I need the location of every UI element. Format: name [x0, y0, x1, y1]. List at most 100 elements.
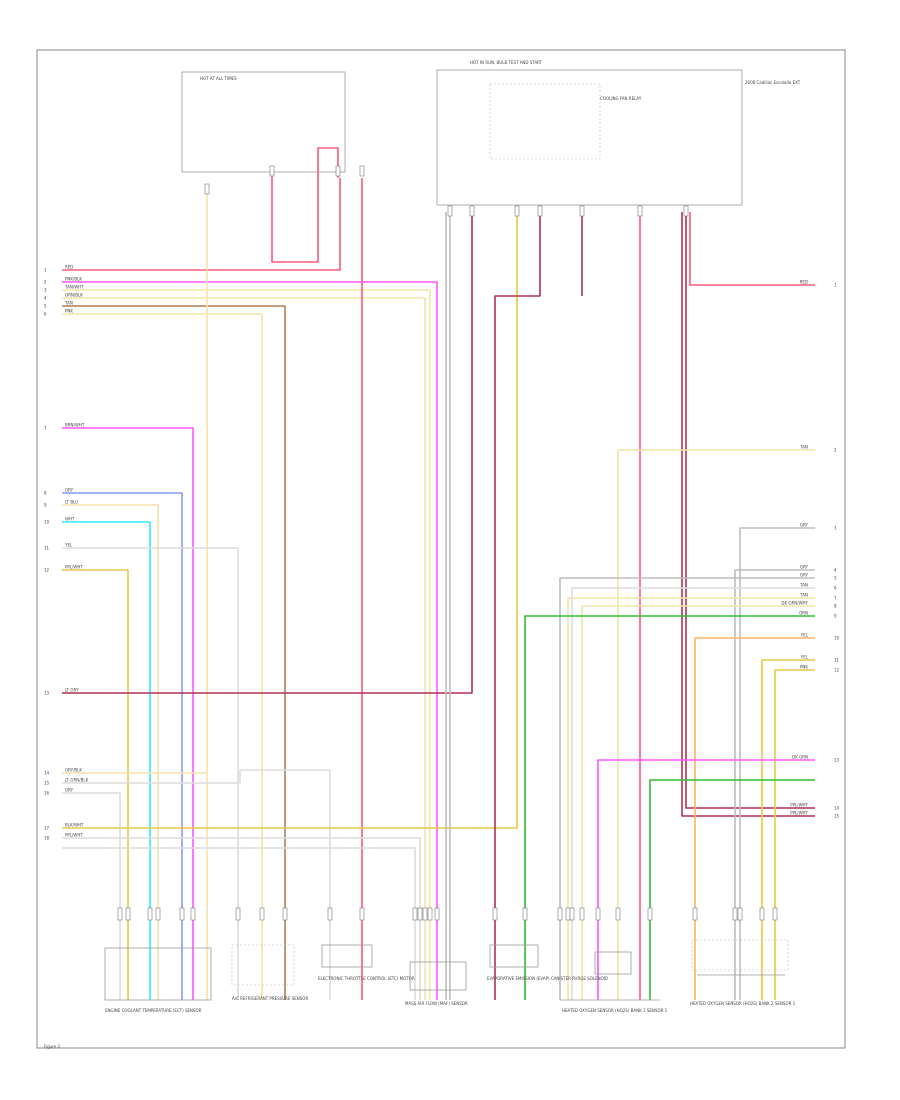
left-pin-number: 8	[44, 491, 47, 496]
fuse-block-left	[181, 71, 346, 173]
top-connector-pin-9	[637, 205, 643, 217]
wire-32	[571, 587, 815, 1000]
right-pin-number: 11	[834, 658, 840, 663]
wire-28	[617, 449, 815, 1000]
left-pin-number: 18	[44, 836, 50, 841]
right-pin-number: 4	[834, 568, 837, 573]
left-pin-number: 9	[44, 503, 47, 508]
component-label-ho2s-b1: HEATED OXYGEN SENSOR (HO2S) BANK 1 SENSO…	[562, 1008, 668, 1013]
right-pin-number: 12	[834, 668, 840, 673]
top-connector-pin-10	[683, 205, 689, 217]
left-wire-color-label: RED	[65, 265, 73, 270]
right-pin-number: 14	[834, 806, 840, 811]
wire-11	[62, 504, 159, 1000]
connector-pin-20	[569, 907, 575, 921]
left-wire-color-label: GRY	[65, 488, 74, 493]
title-block: 2008 Cadillac Escalade EXT	[745, 80, 801, 85]
left-pin-number: 7	[44, 426, 47, 431]
left-pin-number: 10	[44, 520, 50, 525]
component-label-ac-pressure: A/C REFRIGERANT PRESSURE SENSOR	[232, 996, 308, 1001]
connector-pin-26	[732, 907, 738, 921]
wire-18	[62, 792, 121, 1000]
top-connector-pin-8	[579, 205, 585, 217]
relay-label: COOLING FAN RELAY	[600, 96, 642, 101]
wire-13	[62, 547, 239, 1000]
right-wire-color-label: PPL/WHT	[790, 803, 808, 808]
right-wire-color-label: YEL	[800, 655, 809, 660]
component-label-etc: ELECTRONIC THROTTLE CONTROL (ETC) MOTOR	[318, 976, 415, 981]
connector-pin-12	[417, 907, 423, 921]
evap-solenoid	[489, 944, 539, 968]
right-wire-color-label: RED	[800, 280, 808, 285]
component-layer: ENGINE COOLANT TEMPERATURE (ECT) SENSOR …	[104, 939, 796, 1013]
left-wire-color-label: PPL/WHT	[65, 833, 83, 838]
wire-10	[62, 492, 183, 1000]
underhood-fuse-block	[436, 69, 743, 206]
connector-pin-24	[647, 907, 653, 921]
connector-pin-27	[737, 907, 743, 921]
right-wire-color-label: GRY	[800, 523, 809, 528]
wire-14	[62, 569, 129, 1000]
wire-21	[62, 847, 416, 1000]
ect-sensor	[104, 947, 212, 1001]
component-label-ect: ENGINE COOLANT TEMPERATURE (ECT) SENSOR	[105, 1008, 202, 1013]
connector-pin-5	[190, 907, 196, 921]
connector-pin-19	[565, 907, 571, 921]
left-pin-number: 11	[44, 546, 50, 551]
right-pin-number: 9	[834, 614, 837, 619]
top-connector-pin-6	[514, 205, 520, 217]
left-wire-color-label: BLK/WHT	[65, 823, 84, 828]
left-connector-labels: 1RED2PNK/BLK3TAN/WHT4ORN/BLK5TAN6PNK7BRN…	[44, 265, 89, 841]
right-wire-color-label: TAN	[799, 593, 808, 598]
connector-pin-28	[759, 907, 765, 921]
fuse-block-label-2: HOT IN RUN, BULB TEST AND START	[470, 60, 543, 65]
connector-pin-6	[235, 907, 241, 921]
page-reference: Figure 2	[44, 1044, 60, 1049]
left-pin-number: 15	[44, 781, 50, 786]
right-pin-number: 10	[834, 636, 840, 641]
connector-pin-29	[772, 907, 778, 921]
ho2s-bank2	[691, 939, 789, 971]
component-label-maf: MASS AIR FLOW (MAF) SENSOR	[405, 1001, 468, 1006]
left-pin-number: 14	[44, 771, 50, 776]
wire-40	[649, 779, 815, 1000]
right-pin-number: 8	[834, 604, 837, 609]
wire-layer	[62, 147, 815, 1000]
left-wire-color-label: YEL	[64, 543, 73, 548]
right-wire-color-label: YEL	[800, 633, 809, 638]
ho2s-bank1	[594, 951, 632, 975]
left-wire-color-label: PPL/WHT	[65, 565, 83, 570]
wire-25	[689, 212, 815, 286]
left-wire-color-label: ORN/BLK	[65, 293, 83, 298]
wire-38	[774, 669, 815, 1000]
component-label-evap: EVAPORATIVE EMISSION (EVAP) CANISTER PUR…	[487, 976, 608, 981]
connector-pin-18	[557, 907, 563, 921]
left-pin-number: 5	[44, 304, 47, 309]
wire-5	[62, 305, 286, 1000]
connector-pin-10	[359, 907, 365, 921]
wire-1	[271, 147, 339, 263]
left-pin-number: 17	[44, 826, 50, 831]
diagram-frame	[36, 49, 846, 1049]
top-connector-pin-3	[359, 165, 365, 177]
top-connector-pin-7	[537, 205, 543, 217]
right-pin-number: 15	[834, 814, 840, 819]
left-wire-color-label: TAN/WHT	[64, 285, 84, 290]
wire-37	[761, 659, 815, 1000]
wire-12	[62, 521, 151, 1000]
top-connector-pin-5	[469, 205, 475, 217]
connector-pin-0	[117, 907, 123, 921]
top-connector-pin-4	[447, 205, 453, 217]
top-connector-pin-2	[335, 165, 341, 177]
connector-pin-7	[259, 907, 265, 921]
connector-pin-1	[125, 907, 131, 921]
right-wire-color-label: PPL/WHT	[790, 811, 808, 816]
left-pin-number: 16	[44, 791, 50, 796]
connector-pin-2	[147, 907, 153, 921]
left-wire-color-label: GRY/BLK	[65, 768, 82, 773]
right-wire-color-label: TAN	[799, 583, 808, 588]
connector-pin-3	[155, 907, 161, 921]
right-pin-number: 2	[834, 448, 837, 453]
